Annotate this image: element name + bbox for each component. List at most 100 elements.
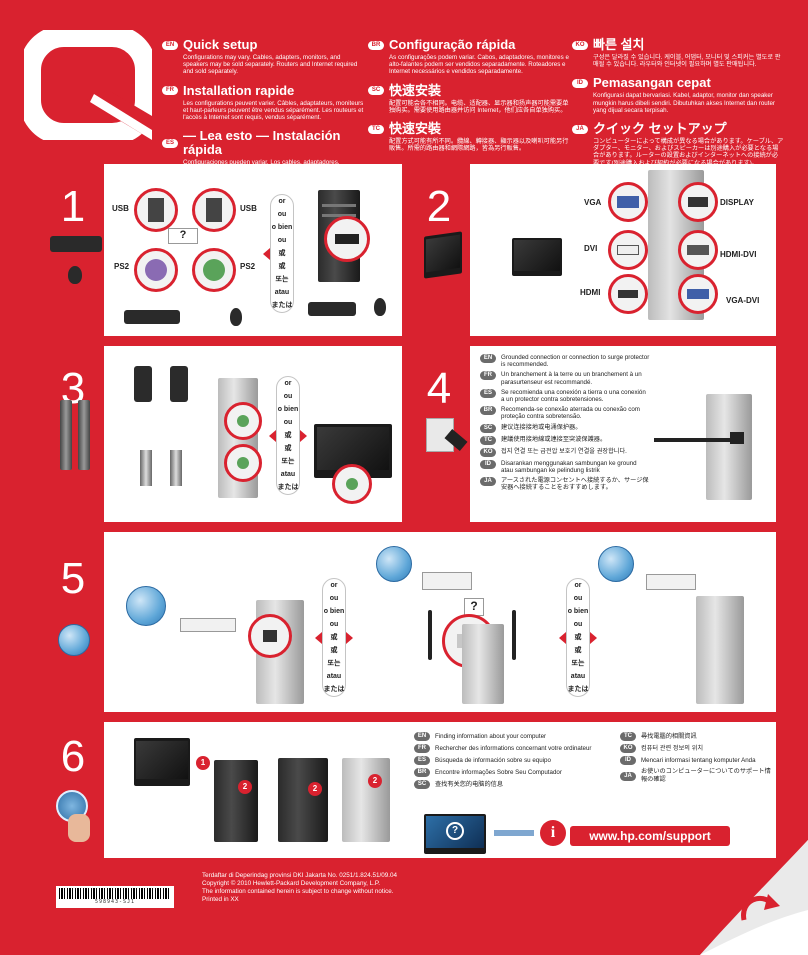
lang-badge: JA — [572, 124, 588, 134]
or-word: 或 — [330, 634, 338, 641]
computer-tower — [696, 596, 744, 704]
lang-badge: KO — [480, 447, 496, 457]
lang-badge: ID — [620, 756, 636, 765]
lang-badge: BR — [480, 406, 496, 416]
lang-badge: ES — [162, 138, 178, 148]
vga-label: VGA — [584, 198, 602, 207]
audio-out-icon — [237, 415, 249, 427]
speaker-icon — [140, 450, 152, 486]
usb-dongle-icon — [335, 234, 359, 244]
monitor-screen — [136, 740, 188, 780]
question-badge: ? — [168, 228, 198, 244]
or-word: or — [278, 198, 286, 205]
or-word: ou — [329, 595, 339, 602]
note-text: Disarankan menggunakan sambungan ke grou… — [501, 459, 637, 474]
lang-body: 구성은 달라질 수 있습니다. 케이블, 어댑터, 모니터 및 스피커는 별도로… — [593, 54, 781, 69]
monitor-audio-port-circle — [332, 464, 372, 504]
or-word: 或 — [278, 263, 286, 270]
info-text: お使いのコンピューターについてのサポート情報の確認 — [641, 768, 771, 783]
display-label: DISPLAY — [720, 198, 754, 207]
lang-badge: SC — [480, 423, 496, 433]
support-url-link[interactable]: www.hp.com/support — [570, 826, 730, 846]
callout-badge: 2 — [238, 780, 252, 794]
or-word: ou — [277, 237, 287, 244]
vga-dvi-port-icon — [687, 289, 709, 299]
help-monitor-icon: ? — [424, 814, 486, 854]
lang-badge: KO — [572, 40, 588, 50]
or-word: ou — [283, 393, 293, 400]
step-number-tab: 5 — [42, 532, 104, 712]
callout-badge: 2 — [368, 774, 382, 788]
question-mark: ? — [451, 825, 459, 836]
computer-tower — [214, 760, 258, 842]
lang-body: As configurações podem variar. Cabos, ad… — [389, 54, 569, 76]
note-text: Un branchement à la terre ou un branchem… — [501, 371, 642, 386]
or-word: o bien — [271, 224, 293, 231]
speaker-icon — [60, 400, 72, 470]
ps2-port-icon — [145, 259, 167, 281]
or-word: 或 — [574, 634, 582, 641]
lang-badge: ID — [572, 78, 588, 88]
lang-badge: KO — [620, 744, 636, 753]
or-word: atau — [570, 673, 586, 680]
callout-number: 2 — [312, 784, 318, 793]
or-word: または — [323, 686, 345, 693]
lang-badge: SC — [368, 86, 384, 96]
vga-dvi-port-circle — [678, 274, 718, 314]
callout-number: 2 — [242, 782, 248, 791]
usb-label: USB — [240, 204, 257, 213]
computer-tower — [706, 394, 752, 500]
hdmi-dvi-port-circle — [678, 230, 718, 270]
or-word: 或 — [284, 432, 292, 439]
mouse-icon — [68, 266, 82, 284]
or-word: 또는 — [571, 660, 585, 667]
lang-title: — Lea esto — Instalación rápida — [183, 128, 341, 158]
lang-badge: TC — [368, 124, 384, 134]
note-text: アースされた電源コンセントへ接続するか、サージ保安器へ接続することをおすすめしま… — [501, 477, 649, 492]
question-mark: ? — [179, 229, 187, 241]
lang-title: Configuração rápida — [389, 37, 516, 52]
or-word: or — [284, 380, 292, 387]
or-word: 或 — [284, 445, 292, 452]
speaker-icon — [170, 450, 182, 486]
lang-badge: BR — [414, 768, 430, 777]
lang-badge: JA — [620, 771, 636, 781]
footer-line: Copyright © 2010 Hewlett-Packard Develop… — [202, 880, 381, 887]
info-text: 尋找電腦的相關資訊 — [641, 732, 697, 740]
info-item: TC 尋找電腦的相關資訊 — [620, 732, 776, 741]
ethernet-port-circle — [248, 614, 292, 658]
antenna-icon — [512, 610, 516, 660]
info-text: Rechercher des informations concernant v… — [435, 744, 592, 752]
or-word: atau — [326, 673, 342, 680]
usb-wireless-circle — [324, 216, 370, 262]
compaq-logo — [24, 30, 152, 140]
internet-globe-icon — [598, 546, 634, 582]
monitor-screen — [317, 427, 389, 471]
power-cable-icon — [654, 438, 730, 442]
lang-body: Configurations may vary. Cables, adapter… — [183, 54, 358, 76]
footer-line: The information contained herein is subj… — [202, 888, 394, 895]
computer-tower — [462, 624, 504, 704]
info-text: Búsqueda de información sobre su equipo — [435, 756, 551, 764]
step-number-tab: 3 — [42, 346, 104, 522]
or-word: o bien — [277, 406, 299, 413]
usb-port-circle — [134, 188, 178, 232]
lang-badge: TC — [620, 732, 636, 741]
lang-body: Konfigurasi dapat bervariasi. Kabel, ada… — [593, 92, 775, 114]
or-word: 或 — [330, 647, 338, 654]
